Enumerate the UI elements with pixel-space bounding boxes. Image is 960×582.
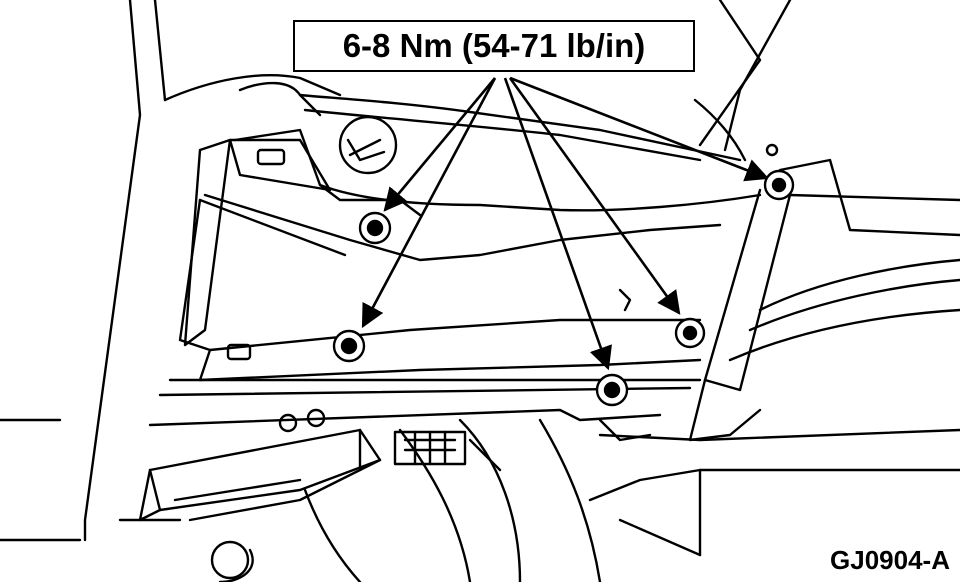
fasteners [332, 169, 795, 407]
leader-arrow-lower-left [361, 77, 497, 329]
bolt-lower-left [332, 329, 366, 363]
bolt-lower-right [674, 317, 706, 349]
leader-arrows [361, 76, 770, 371]
bolt-upper-right [763, 169, 795, 201]
figure-id: GJ0904-A [830, 545, 950, 575]
bolt-lower-center [595, 373, 629, 407]
bolt-upper-left [358, 211, 392, 245]
leader-arrow-lower-center [503, 77, 612, 371]
leader-arrow-lower-right [508, 77, 681, 315]
torque-label: 6-8 Nm (54-71 lb/in) [342, 27, 646, 64]
torque-callout-box: 6-8 Nm (54-71 lb/in) [293, 20, 695, 72]
leader-arrow-upper-right [509, 76, 770, 182]
leader-arrow-upper-left [383, 77, 496, 212]
